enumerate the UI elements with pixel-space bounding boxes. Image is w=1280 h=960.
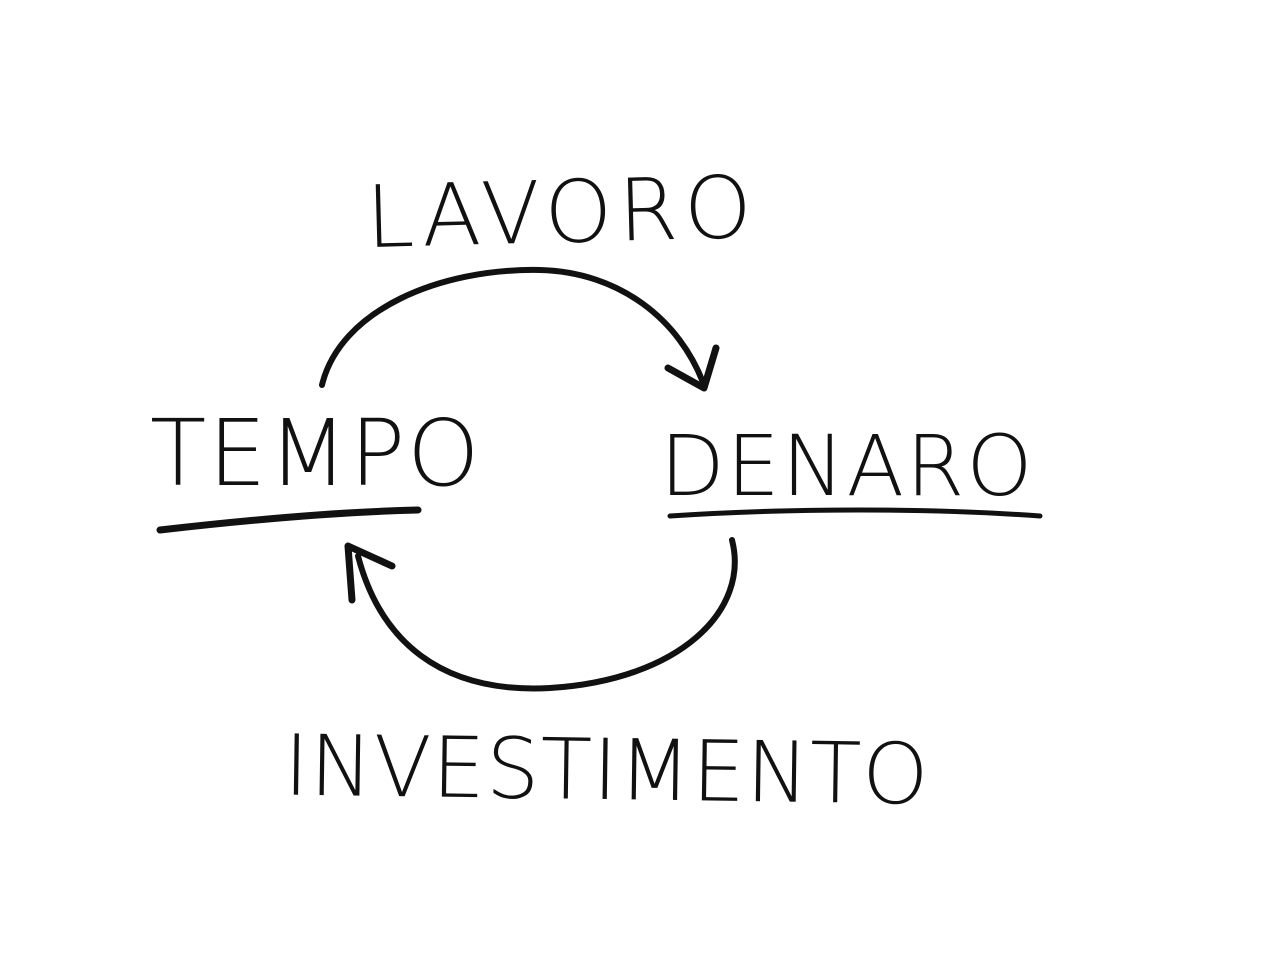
edge-label-lavoro: LAVORO: [364, 157, 759, 269]
denaro-underline: [667, 507, 1043, 519]
arrow-denaro-to-tempo: [355, 537, 738, 692]
arrowhead-tempo-icon: [344, 542, 396, 604]
node-label-tempo: TEMPO: [150, 400, 482, 507]
arrow-tempo-to-denaro: [319, 266, 707, 388]
tempo-underline: [156, 506, 422, 534]
arrowhead-denaro-icon: [664, 344, 720, 392]
node-label-denaro: DENARO: [660, 417, 1035, 515]
edge-label-investimento: INVESTIMENTO: [283, 716, 931, 824]
